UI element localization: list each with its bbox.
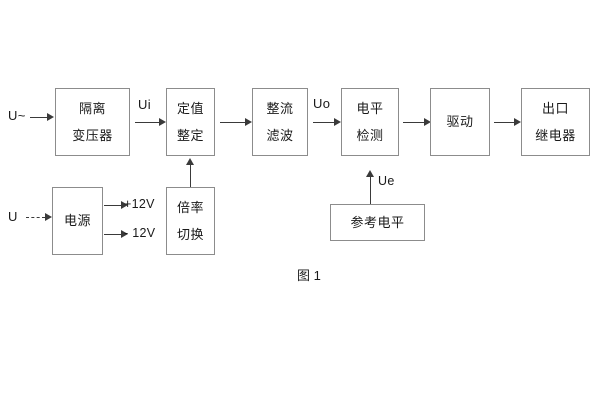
block-drive-line-1: 驱动 xyxy=(446,114,474,130)
arrow-rail-negative xyxy=(104,230,128,239)
arrow-isolation-transformer-to-setting-value xyxy=(135,118,166,127)
block-multiplier-switch-line-2: 切换 xyxy=(176,226,204,242)
arrow-input-ac-to-isolation-transformer xyxy=(30,113,54,122)
block-level-detection: 电平 检测 xyxy=(341,88,399,156)
block-setting-value-line-2: 整定 xyxy=(176,127,204,143)
block-rectify-filter-line-1: 整流 xyxy=(266,100,294,116)
arrow-rectify-filter-to-level-detection xyxy=(313,118,341,127)
block-multiplier-switch-line-1: 倍率 xyxy=(176,199,204,215)
arrow-reference-level-to-level-detection xyxy=(366,170,375,204)
input-label-dc: U xyxy=(8,209,18,224)
arrow-rail-positive xyxy=(104,201,128,210)
rail-label-negative: - 12V xyxy=(124,226,156,240)
signal-label-ui: Ui xyxy=(138,97,151,112)
arrow-drive-to-output-relay xyxy=(494,118,521,127)
block-power-supply-line-1: 电源 xyxy=(63,213,91,229)
block-setting-value-line-1: 定值 xyxy=(176,100,204,116)
block-isolation-transformer-line-2: 变压器 xyxy=(72,127,113,143)
block-drive: 驱动 xyxy=(430,88,490,156)
block-isolation-transformer: 隔离 变压器 xyxy=(55,88,130,156)
block-multiplier-switch: 倍率 切换 xyxy=(166,187,215,255)
signal-label-ue: Ue xyxy=(378,174,395,188)
block-output-relay-line-1: 出口 xyxy=(541,100,569,116)
arrow-level-detection-to-drive xyxy=(403,118,431,127)
figure-caption: 图 1 xyxy=(297,268,321,283)
block-setting-value: 定值 整定 xyxy=(166,88,215,156)
block-level-detection-line-2: 检测 xyxy=(356,127,384,143)
block-power-supply: 电源 xyxy=(52,187,103,255)
block-output-relay-line-2: 继电器 xyxy=(535,127,576,143)
block-reference-level: 参考电平 xyxy=(330,204,425,241)
rail-label-positive: +12V xyxy=(124,197,155,211)
signal-label-uo: Uo xyxy=(313,96,331,111)
input-label-ac: U~ xyxy=(8,108,26,123)
arrow-input-dc-to-power-supply xyxy=(26,213,52,222)
arrow-setting-value-to-rectify-filter xyxy=(220,118,252,127)
block-rectify-filter-line-2: 滤波 xyxy=(266,127,294,143)
block-rectify-filter: 整流 滤波 xyxy=(252,88,308,156)
block-reference-level-line-1: 参考电平 xyxy=(350,214,405,230)
arrow-multiplier-switch-to-setting-value xyxy=(186,158,195,187)
block-isolation-transformer-line-1: 隔离 xyxy=(78,100,106,116)
block-output-relay: 出口 继电器 xyxy=(521,88,590,156)
block-level-detection-line-1: 电平 xyxy=(356,100,384,116)
